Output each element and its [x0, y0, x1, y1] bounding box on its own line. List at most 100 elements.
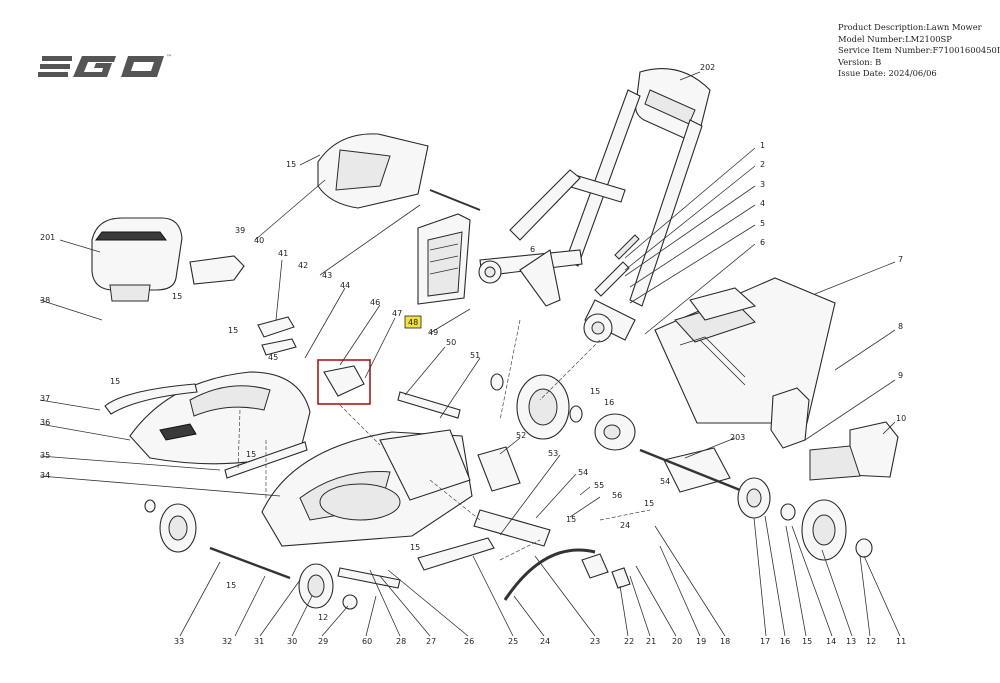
- callout-45: 45: [268, 353, 278, 362]
- bearing-15: [780, 503, 796, 521]
- callout-22: 22: [624, 637, 634, 646]
- callout-labels: 202 1 2 3 4 5 6 7 8 9 10 15 40 39 201 41…: [40, 63, 906, 622]
- issue-date-value: 2024/06/06: [888, 68, 937, 79]
- cap-12: [855, 538, 873, 558]
- callout-23: 23: [590, 637, 600, 646]
- callout-12: 12: [866, 637, 876, 646]
- callout-54: 54: [578, 468, 588, 477]
- lever-21: [581, 553, 609, 579]
- callout-42: 42: [298, 261, 308, 270]
- rod-42: [429, 189, 481, 211]
- callout-11: 11: [896, 637, 906, 646]
- callout-17: 17: [760, 637, 770, 646]
- deck-34: [261, 429, 473, 547]
- callout-14: 14: [826, 637, 836, 646]
- callout-53: 53: [548, 449, 558, 458]
- callout-6-b: 6: [530, 245, 535, 254]
- trim-37: [104, 383, 198, 415]
- cap-29: [342, 594, 358, 610]
- callout-25: 25: [508, 637, 518, 646]
- handle-assembly: [478, 68, 711, 343]
- callout-15-a: 15: [286, 160, 296, 169]
- part-39: [189, 255, 245, 285]
- callout-43: 43: [322, 271, 332, 280]
- callout-21: 21: [646, 637, 656, 646]
- callout-201: 201: [40, 233, 55, 242]
- highlight-label-bg: [404, 315, 422, 329]
- callout-15-i: 15: [410, 543, 420, 552]
- callout-30: 30: [287, 637, 297, 646]
- callout-51: 51: [470, 351, 480, 360]
- wheel-front-left: [159, 503, 197, 553]
- callout-32: 32: [222, 637, 232, 646]
- highlight-box: [317, 359, 371, 405]
- callout-50: 50: [446, 338, 456, 347]
- svg-text:™: ™: [166, 54, 172, 61]
- wheel-14: [801, 499, 847, 561]
- callout-26: 26: [464, 637, 474, 646]
- callout-44: 44: [340, 281, 350, 290]
- rear-cover-40: [317, 133, 429, 209]
- bracket-52: [477, 446, 521, 492]
- callout-15-d: 15: [110, 377, 120, 386]
- axle-32: [209, 546, 291, 580]
- callout-55: 55: [594, 481, 604, 490]
- grass-bag: [654, 277, 836, 424]
- callout-48: 48: [408, 318, 418, 327]
- callout-35: 35: [40, 451, 50, 460]
- callout-19: 19: [696, 637, 706, 646]
- hub-cap: [490, 373, 504, 391]
- bottom-callout-row: 33 32 31 30 29 60 28 27 26 25 24 23 22 2…: [174, 637, 906, 646]
- version: Version: B: [838, 56, 882, 67]
- drive-unit-203: [663, 447, 731, 493]
- callout-8: 8: [898, 322, 903, 331]
- blade-27: [337, 567, 401, 589]
- callout-10: 10: [896, 414, 906, 423]
- callout-47: 47: [392, 309, 402, 318]
- callout-3: 3: [760, 180, 765, 189]
- callout-54-b: 54: [660, 477, 670, 486]
- callout-29: 29: [318, 637, 328, 646]
- model-number: Model Number:LM2100SP: [838, 33, 952, 44]
- battery-201: [91, 217, 183, 302]
- callout-24: 24: [540, 637, 550, 646]
- callout-37: 37: [40, 394, 50, 403]
- callout-46: 46: [370, 298, 380, 307]
- callout-7: 7: [898, 255, 903, 264]
- gear-17: [737, 477, 771, 519]
- flap-44: [417, 213, 471, 305]
- product-description: Product Description:Lawn Mower: [838, 22, 982, 32]
- callout-27: 27: [426, 637, 436, 646]
- bar-51: [397, 391, 461, 419]
- front-left-cap: [144, 499, 156, 513]
- callout-40: 40: [254, 236, 264, 245]
- callout-38: 38: [40, 296, 50, 305]
- callout-15-h: 15: [566, 515, 576, 524]
- issue-date: Issue Date: 2024/06/06: [838, 68, 937, 79]
- callout-20: 20: [672, 637, 682, 646]
- callout-34: 34: [40, 471, 50, 480]
- part-9: [770, 387, 810, 449]
- callout-15-b: 15: [172, 292, 182, 301]
- callout-15-f: 15: [246, 450, 256, 459]
- callout-203: 203: [730, 433, 745, 442]
- callout-33: 33: [174, 637, 184, 646]
- plate-53: [473, 509, 551, 547]
- part-47: [323, 365, 365, 397]
- callout-4: 4: [760, 199, 765, 208]
- callout-15-c: 15: [228, 326, 238, 335]
- callout-202: 202: [700, 63, 715, 72]
- callout-6: 6: [760, 238, 765, 247]
- callout-52: 52: [516, 431, 526, 440]
- part-22: [611, 567, 631, 589]
- ego-logo: ™: [38, 54, 172, 77]
- callout-5: 5: [760, 219, 765, 228]
- callout-24-b: 24: [620, 521, 630, 530]
- callout-1: 1: [760, 141, 765, 150]
- product-info-block: Product Description:Lawn Mower Model Num…: [838, 22, 1000, 80]
- wheel-30: [298, 563, 334, 609]
- callout-36: 36: [40, 418, 50, 427]
- callout-15-e: 15: [590, 387, 600, 396]
